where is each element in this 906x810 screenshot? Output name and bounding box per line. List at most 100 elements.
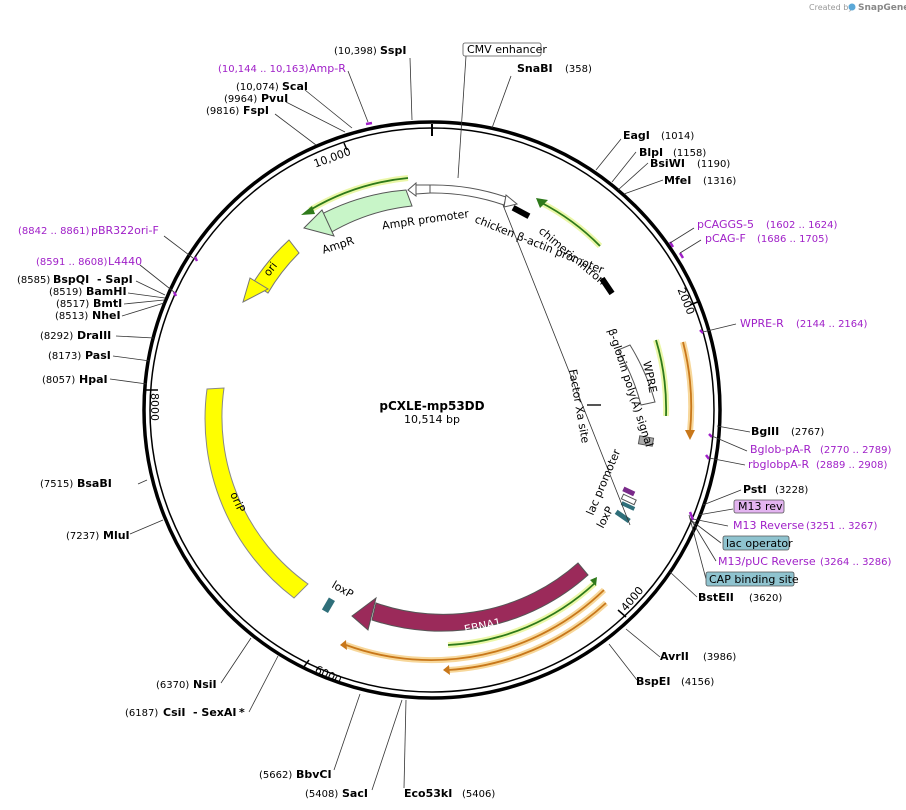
svg-text:(8057): (8057): [42, 375, 75, 386]
enzyme-bspei: BspEI (4156): [636, 675, 714, 688]
svg-text:Amp-R: Amp-R: [309, 62, 346, 75]
svg-text:(8591 .. 8608): (8591 .. 8608): [36, 257, 108, 268]
enzyme-psti: PstI (3228): [743, 483, 808, 496]
svg-text:SspI: SspI: [380, 44, 406, 57]
svg-text:(5406): (5406): [462, 789, 495, 800]
enzyme-eco53ki: Eco53kI (5406): [404, 787, 495, 800]
enzyme-mlui: (7237) MluI: [66, 529, 130, 542]
enzyme-draiii: (8292) DraIII: [40, 329, 111, 342]
svg-text:Bglob-pA-R: Bglob-pA-R: [750, 443, 812, 456]
svg-text:FspI: FspI: [243, 104, 269, 117]
primer-l4440: (8591 .. 8608) L4440: [36, 255, 142, 268]
lac-marker-3: [620, 501, 636, 511]
svg-text:CsiI: CsiI: [163, 706, 185, 719]
label-factorxa: Factor Xa site: [566, 368, 592, 444]
svg-text:NheI: NheI: [92, 309, 121, 322]
enzyme-scai: (10,074) ScaI: [236, 80, 308, 93]
credit-prefix: Created by: [809, 3, 853, 12]
svg-text:BbvCI: BbvCI: [296, 768, 332, 781]
feature-lacop-box: lac operator: [722, 535, 793, 551]
svg-text:BspEI: BspEI: [636, 675, 670, 688]
enzyme-bmti: (8517) BmtI: [56, 297, 122, 310]
svg-text:M13/pUC Reverse: M13/pUC Reverse: [718, 555, 816, 568]
svg-text:(3264 .. 3286): (3264 .. 3286): [820, 557, 892, 568]
primer-m13rev-box: M13 rev: [733, 499, 785, 514]
svg-text:(8513): (8513): [55, 311, 88, 322]
primer-pbr322: (8842 .. 8861) pBR322ori-F: [18, 224, 159, 237]
svg-text:- SapI: - SapI: [97, 273, 133, 286]
svg-text:6000: 6000: [313, 663, 344, 687]
svg-text:(10,074): (10,074): [236, 82, 279, 93]
svg-text:CMV enhancer: CMV enhancer: [467, 43, 547, 56]
primer-rbglobpar: rbglobpA-R (2889 .. 2908): [748, 458, 888, 471]
primer-m13reverse: M13 Reverse (3251 .. 3267): [733, 519, 878, 532]
snapgene-logo-icon: [848, 3, 856, 11]
svg-text:(3620): (3620): [749, 593, 782, 604]
enzyme-avrii: AvrII (3986): [660, 650, 736, 663]
feature-cap-box: CAP binding site: [705, 571, 799, 587]
enzyme-bbvci: (5662) BbvCI: [259, 768, 332, 781]
loxp-marker-2: [321, 597, 335, 614]
tick-2000: 2000: [675, 286, 701, 317]
svg-text:8000: 8000: [148, 393, 161, 421]
marker-black-2: [599, 276, 615, 296]
svg-text:MfeI: MfeI: [664, 174, 691, 187]
svg-text:M13 Reverse: M13 Reverse: [733, 519, 804, 532]
svg-text:10,000: 10,000: [312, 145, 353, 170]
svg-text:Eco53kI: Eco53kI: [404, 787, 452, 800]
svg-text:pCAG-F: pCAG-F: [705, 232, 746, 245]
svg-text:BglII: BglII: [751, 425, 779, 438]
svg-text:SnaBI: SnaBI: [517, 62, 553, 75]
svg-text:(1602 .. 1624): (1602 .. 1624): [766, 220, 838, 231]
primer-pcagf: pCAG-F (1686 .. 1705): [705, 232, 829, 245]
lac-marker-1: [622, 486, 636, 497]
svg-text:(1316): (1316): [703, 176, 736, 187]
enzyme-snabi: SnaBI (358): [517, 62, 592, 75]
leader-lines: [109, 55, 751, 791]
svg-text:BsaBI: BsaBI: [77, 477, 112, 490]
svg-text:(1014): (1014): [661, 131, 694, 142]
svg-text:AvrII: AvrII: [660, 650, 689, 663]
credit-brand: SnapGene: [858, 3, 906, 13]
label-ampr-promoter: AmpR promoter: [381, 207, 470, 232]
enzyme-bglii: BglII (2767): [751, 425, 824, 438]
svg-text:(1190): (1190): [697, 159, 730, 170]
tick-4000: 4000: [617, 584, 646, 618]
svg-text:(358): (358): [565, 64, 592, 75]
marker-black-1: [511, 205, 531, 219]
svg-text:(8173): (8173): [48, 351, 81, 362]
svg-text:(1686 .. 1705): (1686 .. 1705): [757, 234, 829, 245]
enzyme-nsii: (6370) NsiI: [156, 678, 217, 691]
svg-text:BsiWI: BsiWI: [650, 157, 685, 170]
ebna1-green-arc: [447, 582, 596, 646]
betaglobin-box: [637, 435, 655, 447]
svg-text:(6370): (6370): [156, 680, 189, 691]
enzyme-bspqi: (8585) BspQI - SapI: [17, 273, 133, 286]
ebna1-arrow: [371, 562, 589, 632]
primer-m13puc: M13/pUC Reverse (3264 .. 3286): [718, 555, 892, 568]
chicken-actin-promoter-arrow: [429, 184, 507, 206]
svg-text:- SexAI: - SexAI: [193, 706, 236, 719]
svg-text:(2767): (2767): [791, 427, 824, 438]
svg-text:(10,398): (10,398): [334, 46, 377, 57]
svg-text:EagI: EagI: [623, 129, 650, 142]
svg-text:(8519): (8519): [49, 287, 82, 298]
svg-text:(2889 .. 2908): (2889 .. 2908): [816, 460, 888, 471]
svg-text:(9964): (9964): [224, 94, 257, 105]
svg-text:(9816): (9816): [206, 106, 239, 117]
enzyme-pvui: (9964) PvuI: [224, 92, 288, 105]
ebna1-orange-arc-2: [447, 602, 607, 671]
tick-8000: 8000: [146, 389, 161, 421]
svg-text:(8842 .. 8861): (8842 .. 8861): [18, 226, 90, 237]
feature-cmv-box: CMV enhancer: [462, 42, 547, 57]
svg-text:ScaI: ScaI: [282, 80, 308, 93]
svg-text:pBR322ori-F: pBR322ori-F: [91, 224, 159, 237]
enzyme-bsabi: (7515) BsaBI: [40, 477, 112, 490]
enzyme-bamhi: (8519) BamHI: [49, 285, 127, 298]
svg-text:(8292): (8292): [40, 331, 73, 342]
svg-text:NsiI: NsiI: [193, 678, 217, 691]
svg-text:(8585): (8585): [17, 275, 50, 286]
ebna1-orange-arc-1: [345, 589, 605, 661]
enzyme-mfei: MfeI (1316): [664, 174, 736, 187]
svg-text:(3228): (3228): [775, 485, 808, 496]
